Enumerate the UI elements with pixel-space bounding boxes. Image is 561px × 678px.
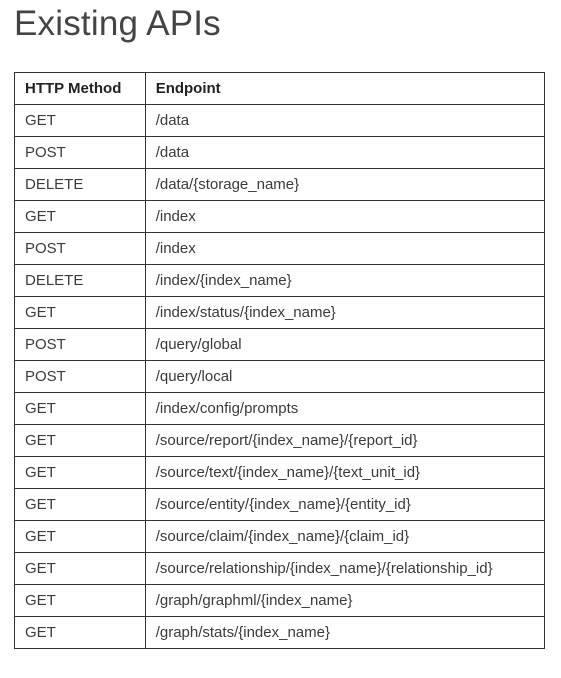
endpoint-cell: /data (144, 104, 546, 137)
method-cell: GET (14, 584, 146, 617)
endpoint-cell: /index (144, 232, 546, 265)
table-row: GET /data (14, 104, 546, 137)
table-row: GET /index (14, 200, 546, 233)
table-row: POST /index (14, 232, 546, 265)
method-cell: POST (14, 232, 146, 265)
table-row: GET /graph/graphml/{index_name} (14, 584, 546, 617)
table-body: GET /data POST /data DELETE /data/{stora… (14, 104, 546, 649)
method-cell: GET (14, 456, 146, 489)
method-cell: GET (14, 520, 146, 553)
endpoint-cell: /index (144, 200, 546, 233)
endpoint-cell: /index/status/{index_name} (144, 296, 546, 329)
endpoint-cell: /graph/graphml/{index_name} (144, 584, 546, 617)
endpoint-cell: /source/text/{index_name}/{text_unit_id} (144, 456, 546, 489)
endpoint-cell: /query/global (144, 328, 546, 361)
endpoint-cell: /data/{storage_name} (144, 168, 546, 201)
endpoint-cell: /index/{index_name} (144, 264, 546, 297)
table-row: GET /source/entity/{index_name}/{entity_… (14, 488, 546, 521)
method-cell: POST (14, 360, 146, 393)
method-cell: GET (14, 616, 146, 649)
table-row: GET /source/text/{index_name}/{text_unit… (14, 456, 546, 489)
column-header-method: HTTP Method (14, 72, 146, 105)
table-row: GET /source/claim/{index_name}/{claim_id… (14, 520, 546, 553)
table-row: POST /query/global (14, 328, 546, 361)
endpoint-cell: /index/config/prompts (144, 392, 546, 425)
table-row: GET /graph/stats/{index_name} (14, 616, 546, 649)
api-table: HTTP Method Endpoint GET /data POST /dat… (14, 72, 546, 649)
method-cell: GET (14, 424, 146, 457)
endpoint-cell: /source/report/{index_name}/{report_id} (144, 424, 546, 457)
method-cell: DELETE (14, 168, 146, 201)
table-row: GET /source/report/{index_name}/{report_… (14, 424, 546, 457)
table-row: POST /data (14, 136, 546, 169)
endpoint-cell: /data (144, 136, 546, 169)
method-cell: DELETE (14, 264, 146, 297)
table-row: GET /index/config/prompts (14, 392, 546, 425)
table-row: POST /query/local (14, 360, 546, 393)
method-cell: POST (14, 136, 146, 169)
endpoint-cell: /query/local (144, 360, 546, 393)
table-row: DELETE /index/{index_name} (14, 264, 546, 297)
method-cell: GET (14, 488, 146, 521)
table-row: GET /source/relationship/{index_name}/{r… (14, 552, 546, 585)
method-cell: GET (14, 552, 146, 585)
method-cell: GET (14, 104, 146, 137)
endpoint-cell: /source/claim/{index_name}/{claim_id} (144, 520, 546, 553)
method-cell: GET (14, 392, 146, 425)
endpoint-cell: /graph/stats/{index_name} (144, 616, 546, 649)
table-header-row: HTTP Method Endpoint (14, 72, 546, 105)
endpoint-cell: /source/entity/{index_name}/{entity_id} (144, 488, 546, 521)
table-row: DELETE /data/{storage_name} (14, 168, 546, 201)
table-row: GET /index/status/{index_name} (14, 296, 546, 329)
endpoint-cell: /source/relationship/{index_name}/{relat… (144, 552, 546, 585)
page-title: Existing APIs (14, 4, 221, 43)
method-cell: GET (14, 296, 146, 329)
column-header-endpoint: Endpoint (144, 72, 546, 105)
method-cell: POST (14, 328, 146, 361)
method-cell: GET (14, 200, 146, 233)
